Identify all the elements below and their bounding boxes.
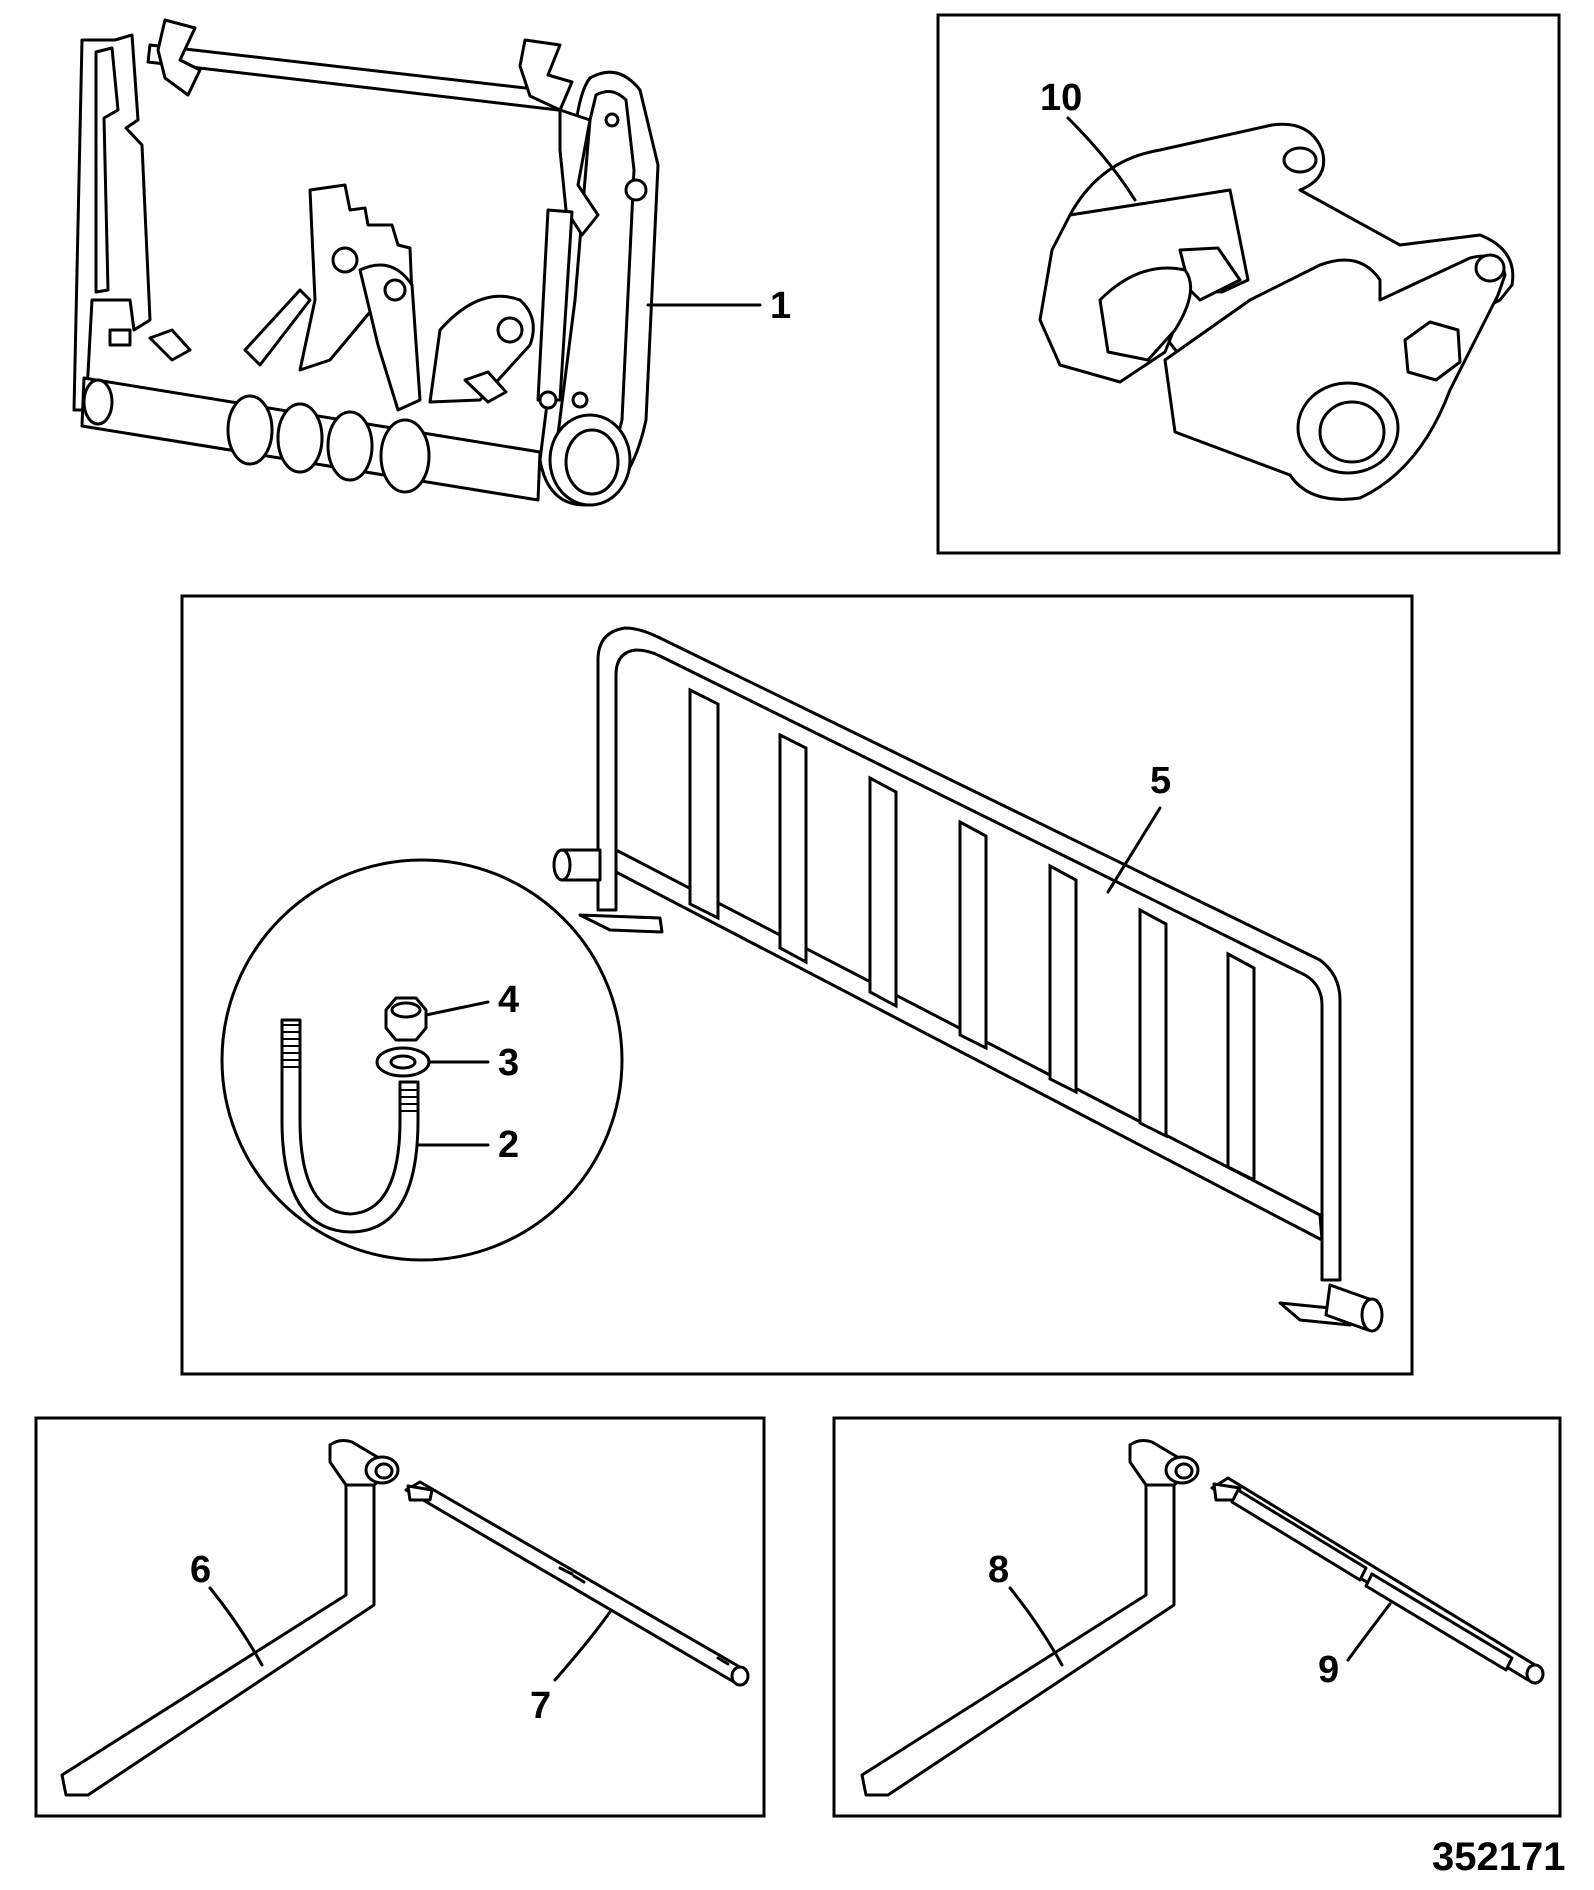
panel-frame-items-2-5 (180, 594, 1414, 1376)
callout-5: 5 (1150, 760, 1171, 802)
panel-frame-items-8-9 (832, 1416, 1562, 1818)
leader-6 (208, 1586, 264, 1667)
callout-1: 1 (770, 285, 791, 327)
leader-4 (424, 1000, 490, 1017)
panel-frame-items-6-7 (34, 1416, 766, 1818)
adapter-bracket-drawing (1038, 122, 1515, 501)
callout-6: 6 (190, 1549, 211, 1591)
fork-drawing-8 (860, 1439, 1200, 1797)
leader-5 (1106, 806, 1162, 894)
leader-10 (1066, 116, 1137, 202)
callout-9: 9 (1318, 1649, 1339, 1691)
panel-frame-item-10 (936, 13, 1561, 555)
drawing-reference-number: 352171 (1432, 1835, 1565, 1879)
callout-2: 2 (498, 1124, 519, 1166)
shaft-drawing-9 (1210, 1476, 1545, 1685)
shaft-drawing-7 (404, 1480, 750, 1687)
u-bolt-drawing (280, 1018, 420, 1234)
callout-3: 3 (498, 1042, 519, 1084)
leader-9 (1346, 1602, 1392, 1662)
callout-10: 10 (1040, 77, 1082, 119)
washer-drawing (375, 1046, 431, 1078)
leader-7 (553, 1610, 612, 1682)
callout-8: 8 (988, 1549, 1009, 1591)
backrest-rail-drawing (552, 626, 1384, 1333)
callout-4: 4 (498, 979, 519, 1021)
leader-8 (1008, 1586, 1064, 1667)
callout-7: 7 (530, 1685, 551, 1727)
nut-drawing (384, 996, 428, 1042)
carriage-frame-drawing (72, 18, 660, 507)
fork-drawing-6 (60, 1439, 400, 1797)
